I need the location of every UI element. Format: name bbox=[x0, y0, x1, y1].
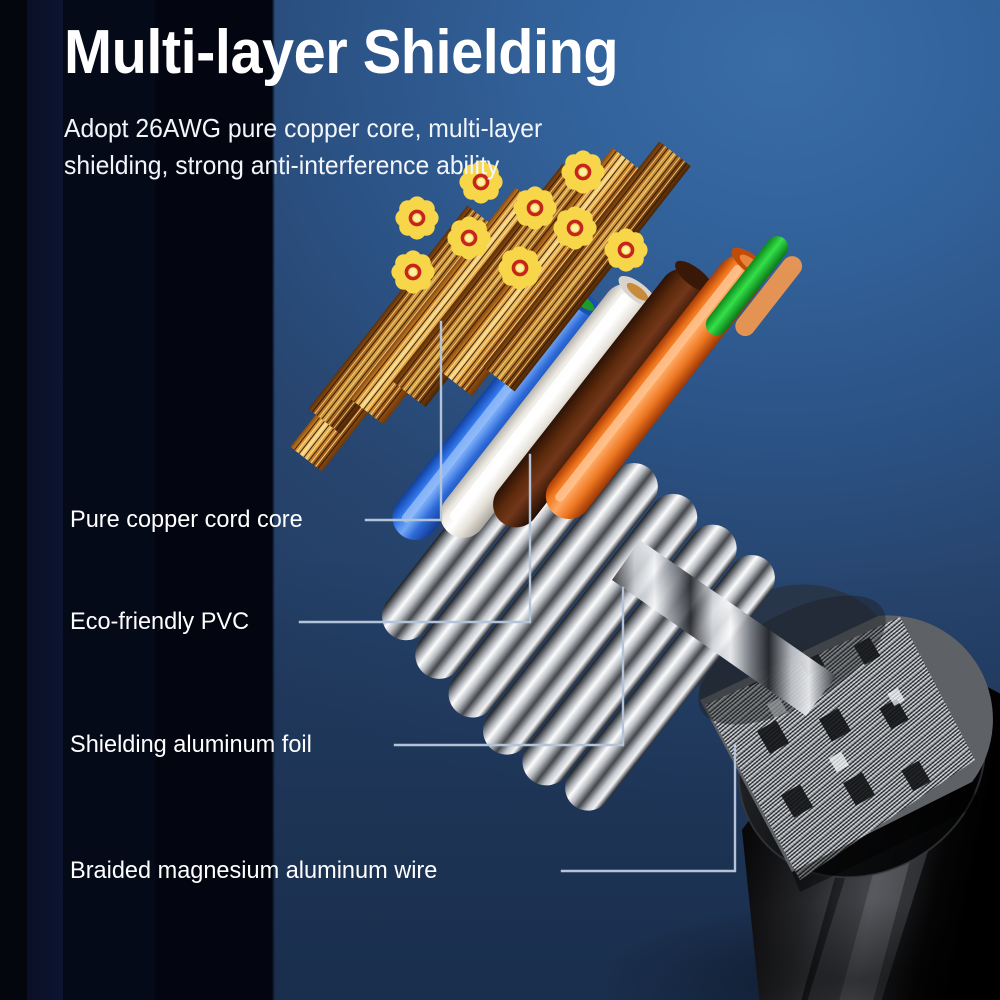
page-subtitle-line-1: Adopt 26AWG pure copper core, multi-laye… bbox=[64, 113, 543, 143]
leader-line-2 bbox=[298, 453, 532, 624]
background-band-4 bbox=[155, 0, 272, 1000]
page-subtitle: Adopt 26AWG pure copper core, multi-laye… bbox=[64, 110, 634, 184]
callout-label-pure-copper-cord-core: Pure copper cord core bbox=[70, 506, 303, 533]
callout-label-braided-magnesium-aluminum-wire: Braided magnesium aluminum wire bbox=[70, 857, 438, 884]
leader-line-4 bbox=[560, 743, 737, 873]
background-band-edge bbox=[272, 0, 275, 1000]
background-band-3 bbox=[63, 0, 155, 1000]
page-title: Multi-layer Shielding bbox=[64, 18, 619, 87]
leader-line-3 bbox=[393, 586, 625, 747]
background-band-1 bbox=[0, 0, 27, 1000]
callout-label-shielding-aluminum-foil: Shielding aluminum foil bbox=[70, 731, 312, 758]
leader-line-1 bbox=[364, 320, 443, 522]
page-subtitle-line-2: shielding, strong anti-interference abil… bbox=[64, 149, 500, 180]
callout-label-eco-friendly-pvc: Eco-friendly PVC bbox=[70, 608, 250, 635]
background-band-2 bbox=[27, 0, 63, 1000]
